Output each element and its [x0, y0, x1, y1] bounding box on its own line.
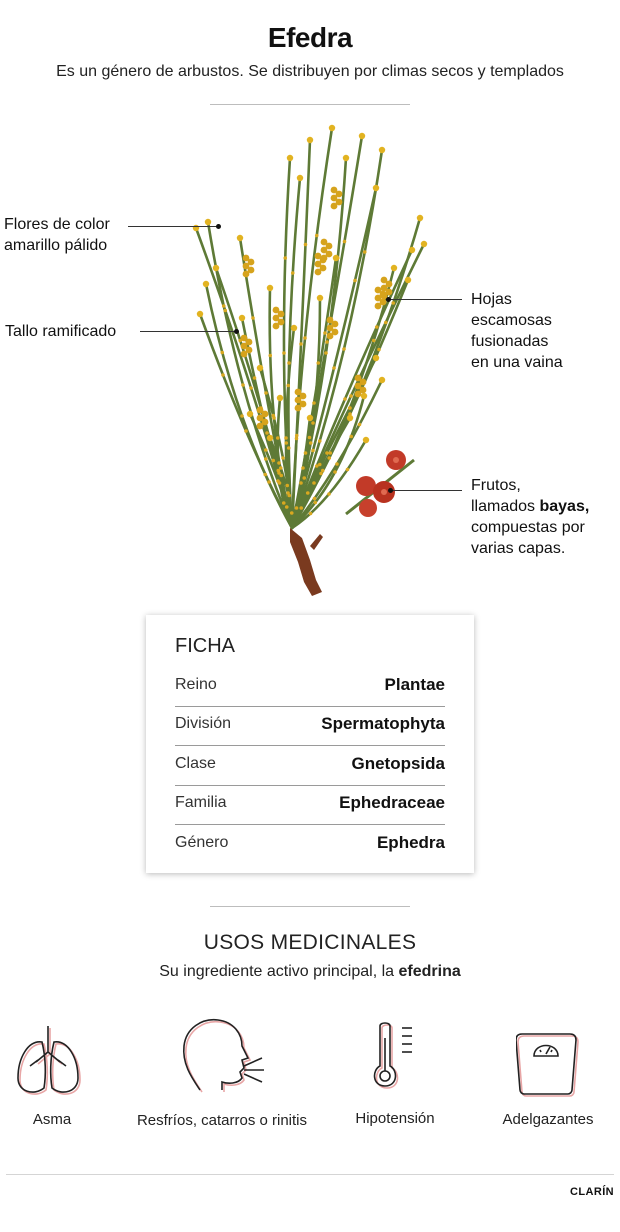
- callout-hojas-line1: Hojas: [471, 291, 512, 308]
- callout-frutos-bold: bayas,: [539, 498, 590, 515]
- callout-frutos-line2: llamados bayas,: [471, 496, 589, 517]
- usos-subtitle-text: Su ingrediente activo principal, la: [159, 963, 399, 980]
- callout-hojas-line2: escamosas: [471, 312, 552, 329]
- ficha-row: Familia Ephedraceae: [175, 785, 445, 825]
- callout-hojas-dot: [386, 297, 391, 302]
- callout-hojas: Hojas escamosas fusionadas en una vaina: [471, 289, 563, 373]
- credit-logo: CLARÍN: [570, 1186, 614, 1198]
- ficha-key: Género: [175, 834, 229, 851]
- ficha-value: Ephedraceae: [339, 793, 445, 812]
- divider: [210, 906, 410, 907]
- usos-subtitle: Su ingrediente activo principal, la efed…: [0, 963, 620, 981]
- callout-frutos-dot: [388, 488, 393, 493]
- callout-frutos-line4: varias capas.: [471, 540, 566, 557]
- scale-icon: [516, 1033, 579, 1097]
- uso-label-adelgazantes: Adelgazantes: [502, 1111, 594, 1128]
- ficha-row: Género Ephedra: [175, 825, 445, 864]
- callout-flores-dot: [216, 224, 221, 229]
- ficha-key: Clase: [175, 755, 216, 772]
- callout-hojas-line: [390, 299, 462, 300]
- callout-flores-line2: amarillo pálido: [4, 237, 108, 254]
- callout-frutos: Frutos, llamados bayas, compuestas por v…: [471, 475, 589, 559]
- callout-frutos-line3: compuestas por: [471, 519, 585, 536]
- ficha-key: División: [175, 715, 232, 732]
- callout-hojas-line3: fusionadas: [471, 333, 549, 350]
- ficha-row: Reino Plantae: [175, 667, 445, 707]
- uso-label-hipotension: Hipotensión: [355, 1110, 435, 1127]
- berry-cluster: [356, 450, 406, 517]
- usos-title: USOS MEDICINALES: [203, 931, 417, 954]
- ficha-value: Spermatophyta: [321, 714, 445, 733]
- callout-tallo: Tallo ramificado: [5, 323, 117, 340]
- footer-divider: [6, 1174, 614, 1175]
- ficha-value: Gnetopsida: [351, 754, 445, 773]
- ficha-card: FICHA Reino Plantae División Spermatophy…: [146, 615, 474, 873]
- page-subtitle: Es un género de arbustos. Se distribuyen…: [56, 63, 564, 80]
- callout-frutos-line: [392, 490, 462, 491]
- ficha-row: División Spermatophyta: [175, 706, 445, 746]
- thermometer-icon: [373, 1022, 412, 1089]
- callout-flores-line1: Flores de color: [4, 216, 110, 233]
- ficha-value: Ephedra: [376, 833, 445, 852]
- callout-tallo-line: [140, 331, 236, 332]
- callout-frutos-line1: Frutos,: [471, 477, 521, 494]
- callout-hojas-line4: en una vaina: [471, 354, 563, 371]
- ficha-row: Clase Gnetopsida: [175, 746, 445, 786]
- usos-subtitle-bold: efedrina: [398, 963, 461, 980]
- head-breath-icon: [182, 1019, 264, 1093]
- callout-tallo-dot: [234, 329, 239, 334]
- ficha-value: Plantae: [384, 675, 445, 694]
- lungs-icon: [17, 1026, 81, 1095]
- uso-label-resfrios: Resfríos, catarros o rinitis: [136, 1112, 308, 1129]
- ephedra-plant-illustration: [192, 124, 428, 596]
- callout-flores: Flores de color amarillo pálido: [4, 214, 110, 256]
- page-title: Efedra: [267, 22, 353, 53]
- ficha-title: FICHA: [175, 635, 235, 657]
- ficha-key: Familia: [175, 794, 227, 811]
- divider: [210, 104, 410, 105]
- uso-label-asma: Asma: [32, 1111, 72, 1128]
- ficha-key: Reino: [175, 676, 217, 693]
- callout-frutos-text: llamados: [471, 498, 540, 515]
- callout-flores-line: [128, 226, 218, 227]
